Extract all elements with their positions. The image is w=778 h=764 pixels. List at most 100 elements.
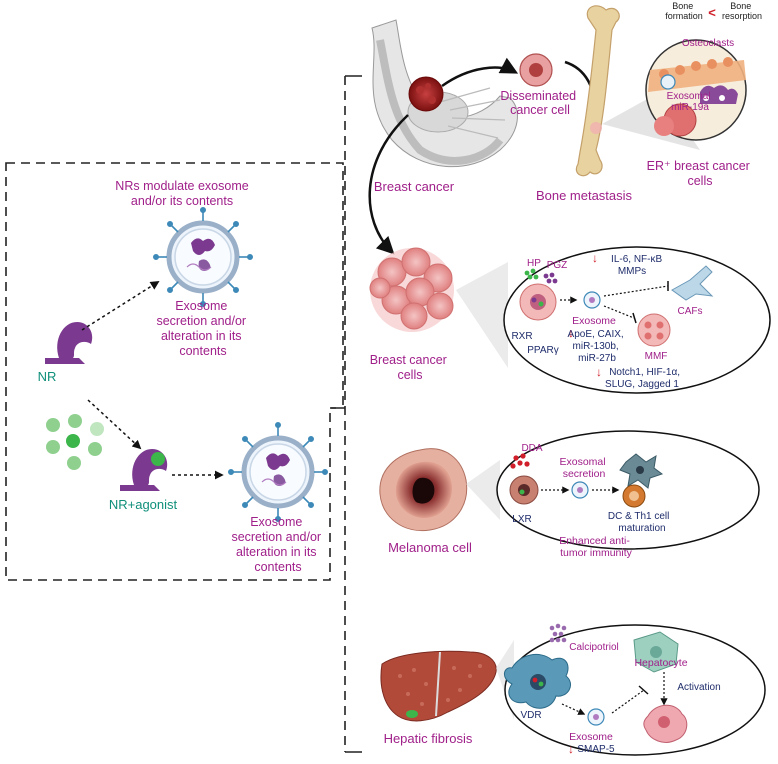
melanoma-cell-icon (379, 448, 468, 532)
dc-th1-line2: maturation (618, 523, 665, 534)
bone-metastasis-label: Bone metastasis (536, 188, 633, 203)
right-bracket (344, 75, 362, 753)
bone-formation-line1: Bone (672, 1, 693, 11)
exosomal-mir-line1: Exosomal (667, 91, 711, 102)
svg-text:Bone formation: Bone formation (665, 1, 703, 21)
left-panel (5, 162, 345, 581)
breast-cells-line1: Breast cancer (370, 353, 447, 367)
svg-text:Bone resorption: Bone resorption (722, 1, 762, 21)
melanoma-small-cell-icon (509, 475, 539, 505)
mmf-label: MMF (645, 351, 668, 362)
svg-text:Exosomal secretion: Exosomal secretion (559, 456, 608, 480)
caf-cell-icon (671, 265, 714, 301)
svg-text:ER⁺ breast cancer cells: ER⁺ breast cancer cells (647, 159, 754, 188)
vdr-label: VDR (520, 710, 541, 721)
th1-cell-icon (622, 484, 646, 508)
activated-cell-icon (643, 704, 688, 743)
breast-tumor-cell-icon (519, 283, 557, 321)
exosome-text-1-line3: alteration in its (161, 329, 242, 343)
breast-cargo-line3: miR-27b (578, 353, 616, 364)
bone-icon (575, 5, 620, 177)
breast-illustration (371, 19, 518, 168)
il6-line1: IL-6, NF-κB (611, 254, 662, 265)
dda-label: DDA (521, 443, 542, 454)
exosomal-mir-line2: miR-19a (671, 102, 709, 113)
smap-label: SMAP-5 (577, 744, 615, 755)
nr-agonist-receptor-icon (120, 449, 168, 491)
arrow-breast-to-cells (368, 114, 409, 255)
mmf-cell-icon (637, 313, 671, 347)
hepatic-exosome-label: Exosome (569, 731, 613, 743)
svg-text:Disseminated cancer cell: Disseminated cancer cell (500, 89, 579, 117)
hp-label: HP (527, 258, 541, 269)
svg-text:IL-6, NF-κB MMPs: IL-6, NF-κB MMPs (611, 254, 665, 277)
hepatic-down-arrow: ↓ (568, 742, 574, 756)
svg-text:Exosomal miR-19a: Exosomal miR-19a (667, 91, 714, 113)
bone-formation-line2: formation (665, 11, 703, 21)
hepatocyte-icon (633, 631, 679, 673)
ppar-label: PPARγ (527, 345, 559, 356)
lxr-label: LXR (512, 514, 531, 525)
disseminated-cell-icon (519, 53, 553, 87)
svg-text:Exosome secretion and/or: Exosome secretion and/or alteration in i… (156, 299, 249, 358)
er-breast-line2: cells (687, 174, 712, 188)
hp-molecules-icon (524, 268, 539, 280)
less-than-sign: < (708, 5, 716, 20)
disseminated-line1: Disseminated (500, 89, 576, 103)
svg-text:Enhanced anti- tumor immun: Enhanced anti- tumor immunity (559, 535, 633, 559)
breast-down-arrow-2: ↓ (592, 251, 598, 265)
notch-line2: SLUG, Jagged 1 (605, 379, 679, 390)
liver-icon (380, 650, 497, 722)
pgz-molecules-icon (543, 272, 558, 284)
calcipotriol-label: Calcipotriol (569, 642, 618, 653)
melanoma-label: Melanoma cell (388, 540, 472, 555)
svg-text:Notch1, HIF-1α, SLUG, Jagg: Notch1, HIF-1α, SLUG, Jagged 1 (605, 367, 683, 390)
exosome-text-2-line3: alteration in its (236, 545, 317, 559)
exosome-icon-2 (227, 421, 328, 522)
breast-cargo-line1: ApoE, CAIX, (568, 329, 624, 340)
hepatic-stellate-cell-icon (504, 653, 571, 709)
svg-text:Breast cancer cells: Breast cancer cells (370, 353, 451, 382)
breast-exosome-label: Exosome (572, 315, 616, 327)
breast-cells-line2: cells (397, 368, 422, 382)
svg-text:Exosome secretion and/or: Exosome secretion and/or alteration in i… (231, 515, 324, 574)
hepatic-label: Hepatic fibrosis (384, 731, 473, 746)
exosome-text-2-line2: secretion and/or (231, 530, 321, 544)
arrow-breast-to-disseminated (441, 57, 519, 88)
bone-magnify-circle (645, 39, 747, 141)
left-panel-title-line1: NRs modulate exosome (115, 179, 248, 193)
arrow-nr-to-exosome (81, 281, 160, 331)
breast-cancer-label: Breast cancer (374, 179, 455, 194)
breast-exosome-icon (583, 291, 601, 309)
immunity-line2: tumor immunity (560, 547, 633, 559)
nr-agonist-label: NR+agonist (109, 497, 178, 512)
hepatic-zoom-circle (504, 624, 766, 756)
exosome-icon (152, 206, 253, 307)
svg-text:DC & Th1 cell maturation: DC & Th1 cell maturation (608, 511, 672, 534)
left-panel-title-line2: and/or its contents (131, 194, 233, 208)
nr-label: NR (38, 369, 57, 384)
dc-th1-line1: DC & Th1 cell (608, 511, 670, 522)
exosome-text-1-line1: Exosome (175, 299, 227, 313)
breast-down-arrow-3: ↓ (596, 365, 602, 379)
immunity-line1: Enhanced anti- (559, 535, 630, 547)
hepatic-exosome-icon (587, 708, 605, 726)
il6-line2: MMPs (618, 266, 646, 277)
nr-receptor-icon (45, 322, 93, 364)
hepatocyte-label: Hepatocyte (634, 657, 687, 669)
exosomal-secretion-line1: Exosomal (559, 456, 605, 468)
er-breast-line1: ER⁺ breast cancer (647, 159, 750, 173)
pgz-label: PGZ (547, 260, 568, 271)
breast-down-arrow-1: ↓ (568, 326, 574, 340)
exosome-text-1-line2: secretion and/or (156, 314, 246, 328)
exosomal-secretion-line2: secretion (563, 468, 606, 480)
dda-molecules-icon (510, 453, 530, 469)
left-panel-border (5, 162, 344, 581)
melanoma-exosome-icon (571, 481, 589, 499)
cafs-label: CAFs (678, 306, 703, 317)
dendritic-cell-icon (619, 453, 664, 489)
bone-resorption-line1: Bone (730, 1, 751, 11)
disseminated-line2: cancer cell (510, 103, 570, 117)
notch-line1: Notch1, HIF-1α, (609, 367, 680, 378)
exosome-text-1-line4: contents (179, 344, 226, 358)
